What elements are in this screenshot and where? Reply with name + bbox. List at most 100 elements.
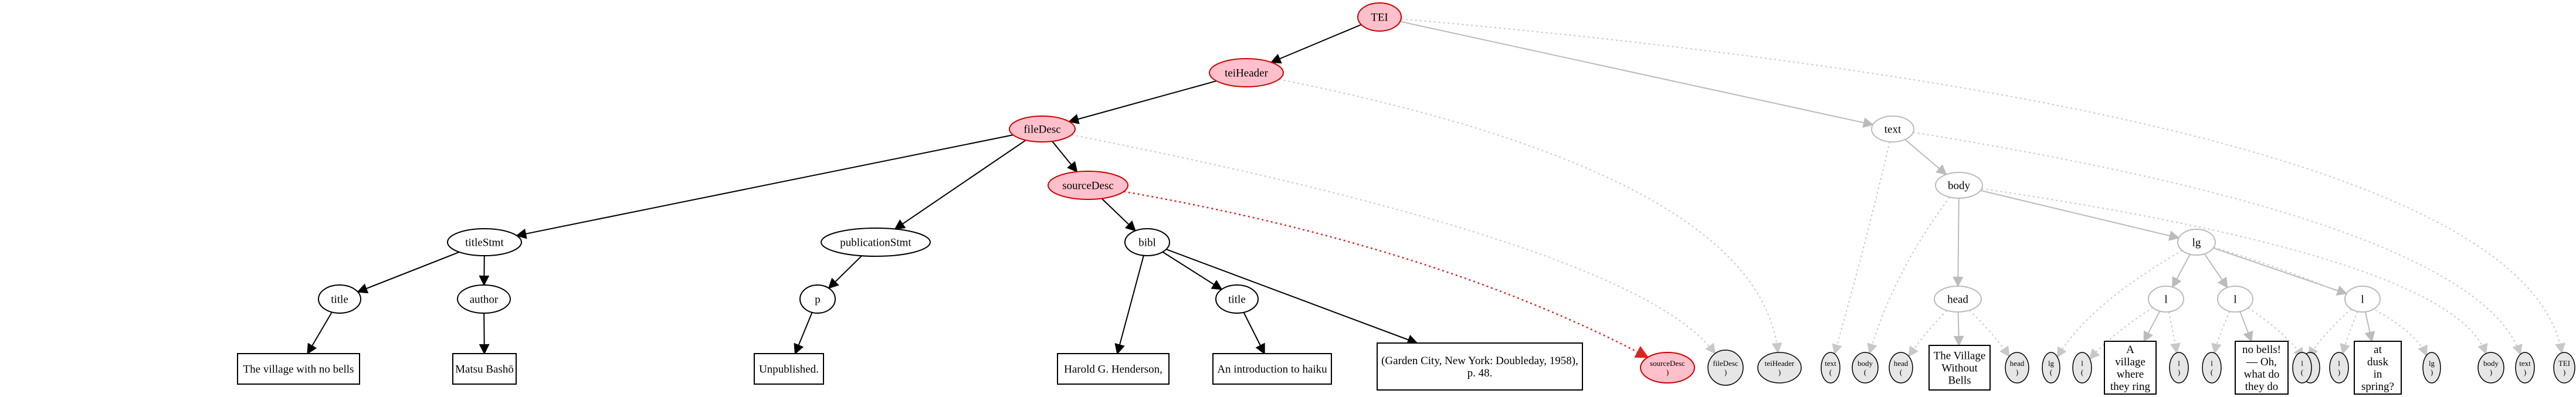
node-end_l1_open: l(: [2072, 352, 2092, 384]
edge-text-to-body: [1904, 139, 1947, 175]
node-label-end_body_close: ): [2490, 368, 2492, 376]
edge-sourceDesc-to-bibl: [1101, 198, 1137, 232]
node-label-txt_bibl2: (Garden City, New York: Doubleday, 1958)…: [1381, 355, 1578, 367]
node-author: author: [457, 284, 511, 314]
edges-layer: [307, 18, 2565, 360]
edge-l2-to-txt_l2: [2239, 311, 2253, 342]
node-label-end_teiHeader: ): [1778, 368, 1781, 376]
edge-head-to-txt_head: [1953, 311, 1964, 347]
node-shape-end_text_close: [2515, 352, 2535, 384]
node-end_fileDesc: fileDesc): [1707, 350, 1744, 386]
edge-l1-to-txt_l1: [2143, 311, 2161, 342]
node-label-txt_l1: village: [2115, 356, 2145, 368]
node-label-txt_head: Without: [1941, 362, 1978, 375]
node-label-lg: lg: [2192, 237, 2201, 249]
node-label-end_head_open: head: [1894, 359, 1909, 368]
edge-l1-to-end_l1_close: [2168, 311, 2181, 354]
node-txt_bibl1: Harold G. Henderson,: [1057, 353, 1170, 385]
node-label-end_teiHeader: teiHeader: [1765, 359, 1795, 368]
node-end_l2_open: l(: [2202, 352, 2222, 384]
node-label-txt_p: Unpublished.: [759, 364, 819, 376]
node-label-end_head_close: ): [2016, 368, 2018, 376]
node-teiHeader: teiHeader: [1209, 58, 1284, 87]
edge-body-to-end_body_close: [1981, 188, 2488, 355]
node-shape-l3: [2344, 286, 2381, 313]
node-label-txt_l1: where: [2117, 368, 2144, 381]
node-label-head: head: [1947, 294, 1968, 306]
edge-body-to-head: [1953, 198, 1964, 287]
node-shape-txt_l2: [2235, 341, 2289, 395]
node-txt_p: Unpublished.: [754, 353, 824, 385]
node-shape-txt_bibl2: [1377, 342, 1583, 391]
node-label-title2: title: [1228, 294, 1246, 306]
node-label-end_l1_close: ): [2178, 368, 2180, 376]
node-label-text: text: [1884, 124, 1902, 136]
node-l3: l: [2344, 286, 2381, 313]
node-text: text: [1871, 116, 1914, 142]
node-end_lg_close: lg): [2422, 352, 2441, 384]
node-end_l1_close: l): [2169, 352, 2189, 384]
node-label-end_l2_open: l: [2211, 359, 2213, 368]
node-label-end_text_open: (: [1829, 368, 1832, 376]
node-label-end_tei_close: ): [2563, 368, 2565, 376]
node-end_sourceDesc: sourceDesc): [1640, 352, 1695, 384]
edge-tei-to-text: [1399, 21, 1874, 128]
node-label-txt_l2: what do: [2244, 368, 2280, 381]
node-end_head_close: head): [2005, 352, 2029, 384]
node-label-end_lg_close: lg: [2429, 359, 2435, 368]
node-label-end_fileDesc: fileDesc: [1713, 359, 1738, 368]
node-end_l3_close: l): [2329, 352, 2349, 384]
node-shape-end_l1_close: [2169, 352, 2189, 384]
node-label-end_l3_open: (: [2301, 368, 2303, 376]
edge-l2-to-end_l2_open: [2211, 311, 2231, 354]
edge-bibl-to-title2: [1162, 251, 1223, 290]
node-label-end_sourceDesc: ): [1666, 368, 1669, 376]
node-shape-end_head_open: [1889, 352, 1913, 384]
node-shape-l1: [2148, 286, 2184, 313]
node-shape-end_body_open: [1852, 352, 1879, 384]
node-shape-p: [799, 284, 836, 314]
node-end_l3_open: l(: [2292, 352, 2312, 384]
node-shape-lg: [2177, 229, 2216, 256]
node-shape-txt_author: [452, 353, 517, 385]
edge-l3-to-txt_l3: [2364, 311, 2375, 342]
node-shape-end_teiHeader: [1757, 352, 1802, 384]
node-shape-title1: [318, 284, 361, 314]
node-label-end_body_open: (: [1864, 368, 1866, 376]
node-head: head: [1934, 286, 1982, 313]
node-shape-end_l3_open: [2292, 352, 2312, 384]
node-label-txt_l3: dusk: [2367, 356, 2388, 368]
edge-publicationStmt-to-p: [828, 255, 863, 289]
edge-p-to-txt_p: [794, 312, 813, 355]
node-label-txt_bibl1: Harold G. Henderson,: [1064, 364, 1162, 376]
node-label-txt_l1: A: [2126, 344, 2134, 356]
node-label-end_text_close: text: [2519, 359, 2531, 368]
edge-sourceDesc-to-end_sourceDesc: [1123, 191, 1649, 358]
node-shape-txt_l3: [2354, 341, 2402, 395]
node-label-txt_l3: at: [2374, 344, 2382, 356]
node-label-txt_l3: in: [2374, 368, 2382, 381]
edge-fileDesc-to-titleStmt: [516, 134, 1014, 239]
node-label-txt_author: Matsu Bashō: [455, 364, 514, 376]
edge-l3-to-end_l3_open: [2308, 308, 2352, 358]
node-title1: title: [318, 284, 361, 314]
node-shape-txt_l1: [2104, 341, 2157, 395]
node-p: p: [799, 284, 836, 314]
node-shape-end_lg_close: [2422, 352, 2441, 384]
node-end_body_open: body(: [1852, 352, 1879, 384]
node-label-end_lg_open: (: [2050, 368, 2052, 376]
node-label-publicationStmt: publicationStmt: [840, 237, 911, 249]
node-label-teiHeader: teiHeader: [1225, 67, 1269, 80]
edge-body-to-end_body_open: [1867, 196, 1951, 355]
node-shape-end_head_close: [2005, 352, 2029, 384]
edge-bibl-to-txt_bibl1: [1114, 255, 1144, 355]
node-shape-text: [1871, 116, 1914, 142]
edge-fileDesc-to-sourceDesc: [1052, 141, 1078, 173]
node-shape-txt_head: [1928, 345, 1991, 391]
node-l2: l: [2217, 286, 2253, 313]
node-shape-txt_title1: [237, 353, 360, 385]
edge-lg-to-end_lg_close: [2214, 246, 2428, 357]
